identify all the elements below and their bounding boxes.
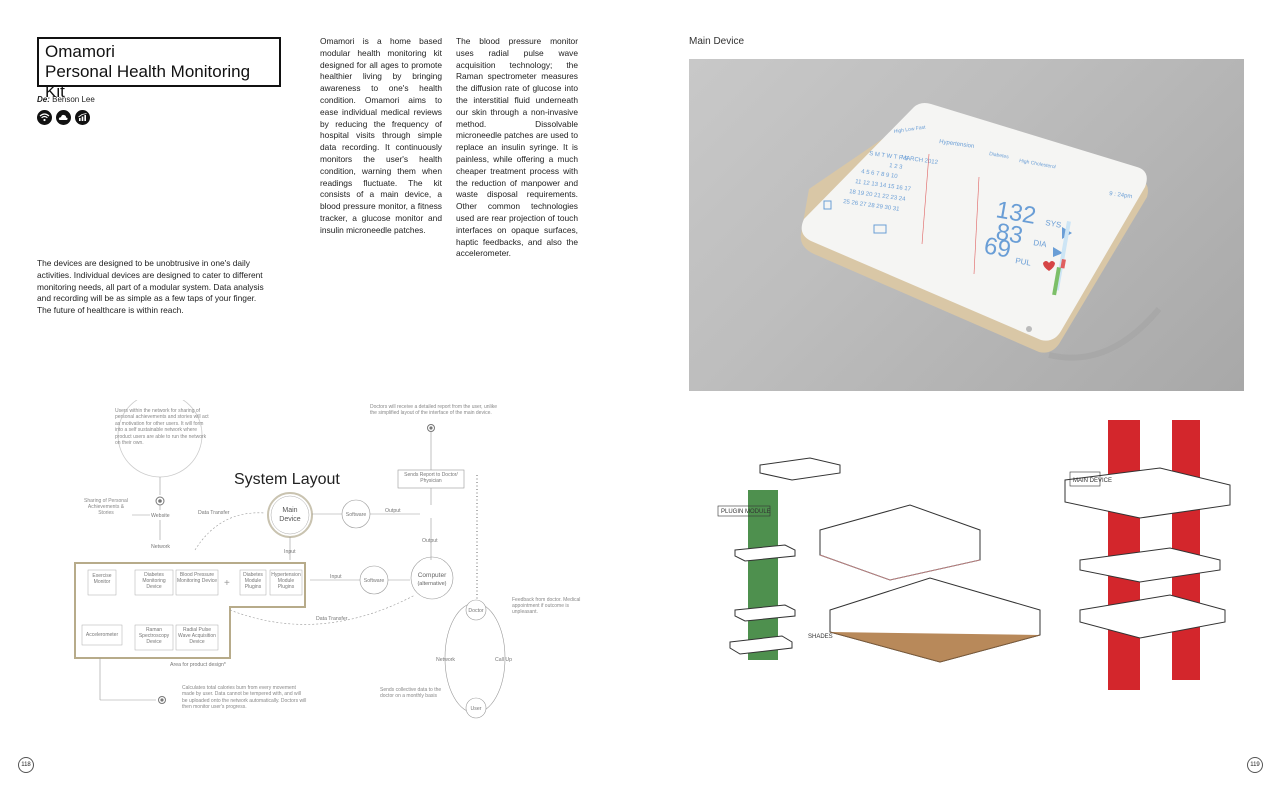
screen-cal-row-1: 1 2 3 (889, 163, 904, 171)
main-device-node-line-2: Device (279, 516, 301, 523)
screen-cal-row-2: 4 5 6 7 8 9 10 (861, 169, 899, 180)
title-box: Omamori Personal Health Monitoring Kit (37, 37, 281, 101)
screen-weekdays: S M T W T F S (869, 151, 909, 162)
title-line-1: Omamori (45, 42, 115, 61)
sends-note: Sends collective data to the doctor on a… (380, 687, 442, 699)
intro-paragraph: The devices are designed to be unobtrusi… (37, 258, 264, 316)
software-mid-node: Software (364, 578, 385, 584)
sharing-label: Sharing of Personal Achievements & Stori… (84, 498, 128, 516)
screen-time: 9 : 24pm (1109, 191, 1133, 200)
main-device-node-line-1: Main (282, 507, 297, 514)
calories-note: Calculates total calories burn from ever… (182, 685, 307, 710)
screen-dia-label: DIA (1033, 238, 1048, 249)
diabetes-module: Diabetes Monitoring Device (142, 572, 166, 590)
author-prefix: De: (37, 95, 50, 104)
mail-icon (873, 224, 887, 234)
network-left-label: Network (151, 544, 170, 550)
user-node: User (471, 706, 482, 712)
doctor-node: Doctor (468, 608, 484, 614)
screen-dia-value: 83 (994, 218, 1025, 249)
exercise-module: Exercise Monitor (92, 573, 112, 585)
page-number-right: 119 (1247, 757, 1263, 773)
system-layout-diagram: Users within the network for sharing of … (70, 392, 590, 730)
call-up-label: Call Up (495, 657, 512, 663)
dia-down-arrow-icon (1053, 247, 1063, 257)
input-top-label: Input (284, 549, 296, 555)
chart-icon (75, 110, 90, 125)
trash-icon (823, 200, 832, 210)
computer-node-line-1: Computer (418, 572, 447, 579)
diabetes-plugin-module: Diabetes Module Plugins (243, 572, 263, 590)
cloud-icon (56, 110, 71, 125)
sketch-plugin-label: PLUGIN MODULE (721, 509, 771, 515)
data-transfer-bottom-label: Data Transfer (316, 616, 348, 622)
author-name: Benson Lee (52, 95, 95, 104)
photo-caption: Main Device (689, 36, 745, 47)
sketch-shades-label: SHADES (808, 634, 833, 640)
wifi-icon (37, 110, 52, 125)
screen-tab-1: High Low Fast (893, 125, 926, 135)
device-render: High Low Fast Hypertension Diabetes High… (800, 103, 1162, 361)
output-top-label: Output (385, 508, 401, 514)
network-bottom-label: Network (436, 657, 455, 663)
sketch-main-device-label: MAIN DEVICE (1073, 478, 1112, 484)
blood-pressure-module: Blood Pressure Monitoring Device (176, 572, 218, 584)
author-line: De: Benson Lee (37, 95, 95, 104)
screen-pul-value: 69 (982, 232, 1013, 263)
heart-icon (1043, 261, 1055, 271)
radial-module: Radial Pulse Wave Acquisition Device (178, 627, 216, 645)
body-column-1: Omamori is a home based modular health m… (320, 36, 442, 235)
area-label: Area for product design* (170, 662, 226, 668)
computer-node-line-2: (alternative) (417, 581, 446, 587)
raman-module: Raman Spectroscopy Device (138, 627, 170, 645)
data-transfer-top-label: Data Transfer (198, 510, 230, 516)
doctors-note: Doctors will receive a detailed report f… (370, 404, 498, 417)
output-right-label: Output (422, 538, 438, 544)
concept-sketch: PLUGIN MODULE MAIN DEVICE SHADES (700, 410, 1240, 700)
screen-month: MARCH 2012 (901, 155, 939, 166)
users-note: Users within the network for sharing of … (115, 408, 209, 447)
report-node: Sends Report to Doctor/ Physician (404, 472, 458, 484)
screen-tab-3: Diabetes (989, 151, 1010, 160)
main-device-photo: High Low Fast Hypertension Diabetes High… (689, 59, 1244, 391)
hypertension-plugin-module: Hypertension Module Plugins (271, 572, 301, 590)
screen-tab-2: Hypertension (939, 139, 975, 150)
screen-pul-label: PUL (1015, 256, 1032, 268)
screen-sys-label: SYS (1045, 218, 1062, 230)
software-top-node: Software (346, 512, 367, 518)
input-mid-label: Input (330, 574, 342, 580)
page-number-left: 118 (18, 757, 34, 773)
title-line-2: Personal Health Monitoring Kit (45, 62, 251, 101)
body-column-2: The blood pressure monitor uses radial p… (456, 36, 578, 259)
website-label: Website (151, 513, 170, 519)
accelerometer-module: Accelerometer (85, 632, 119, 638)
category-icons (37, 110, 90, 125)
svg-text:+: + (224, 578, 230, 589)
diagram-title: System Layout (234, 471, 340, 488)
feedback-note: Feedback from doctor. Medical appointmen… (512, 597, 581, 615)
